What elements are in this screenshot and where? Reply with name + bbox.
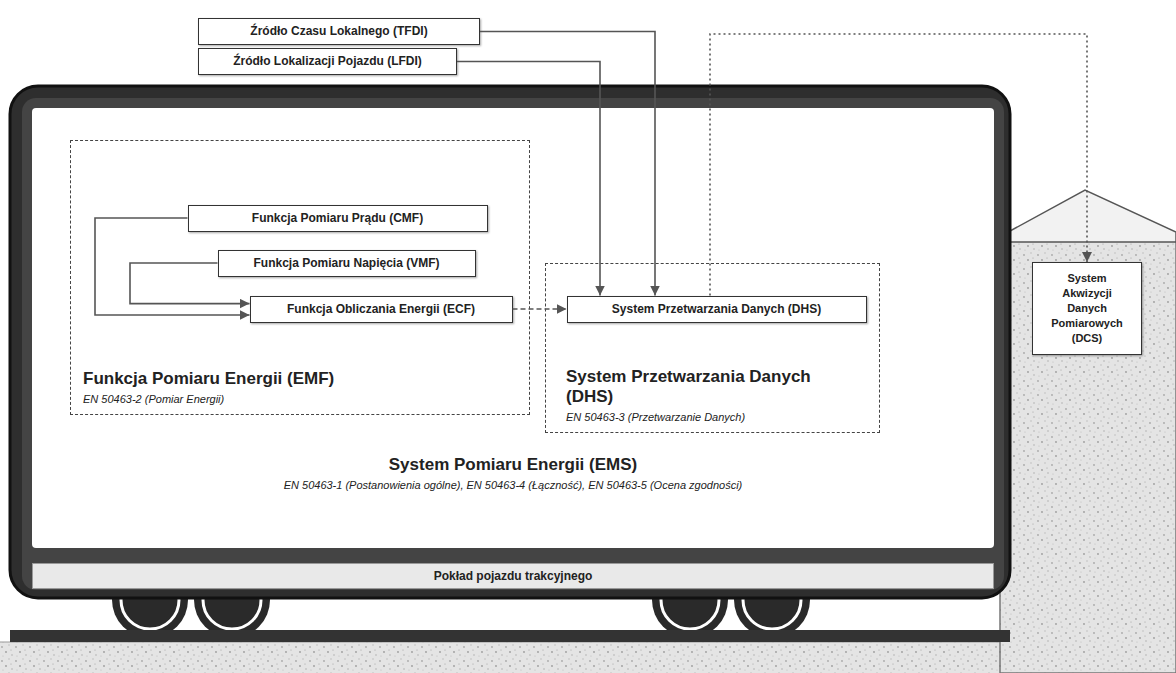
connector-arrow [457,62,600,296]
node-title: System Przetwarzania Danych (DHS) [578,302,856,317]
process-box: Funkcja Obliczania Energii (ECF) [250,296,513,323]
house-roof [990,190,1176,242]
node-text-group: Źródło Lokalizacji Pojazdu (LFDI) [209,54,446,69]
node-title: Funkcja Pomiaru Napięcia (VMF) [229,256,465,271]
node-title: System Akwizycji Danych Pomiarowych (DCS… [1045,271,1129,346]
node-text-group: Funkcja Pomiaru Napięcia (VMF) [229,256,465,271]
connector-arrow [710,34,1087,296]
node-text-group: Funkcja Obliczania Energii (ECF) [261,302,502,317]
node-title: Funkcja Pomiaru Energii (EMF) [83,369,334,389]
node-title: Funkcja Pomiaru Prądu (CMF) [199,211,477,226]
vehicle-body [10,86,1010,598]
source-box: Źródło Lokalizacji Pojazdu (LFDI) [198,48,457,75]
node-title: System Przetwarzania Danych (DHS) [566,367,816,407]
process-box: System Przetwarzania Danych (DHS) [567,296,867,323]
node-text-group: System Pomiaru Energii (EMS) EN 50463-1 (… [32,455,994,492]
process-box: Funkcja Pomiaru Napięcia (VMF) [218,250,476,277]
node-text-group: Funkcja Pomiaru Prądu (CMF) [199,211,477,226]
node-text-group: System Przetwarzania Danych (DHS) [578,302,856,317]
connector-arrow [480,32,655,296]
node-title: Funkcja Obliczania Energii (ECF) [261,302,502,317]
connector-arrow [95,218,250,315]
vehicle-inner-frame [22,98,1004,590]
data-system-box: System Akwizycji Danych Pomiarowych (DCS… [1032,262,1142,355]
node-title: Źródło Lokalizacji Pojazdu (LFDI) [209,54,446,69]
node-title: Źródło Czasu Lokalnego (TFDI) [209,24,469,39]
deck-band: Pokład pojazdu trakcyjnego [32,563,994,589]
node-subtitle: EN 50463-3 (Przetwarzanie Danych) [566,410,816,424]
node-subtitle: EN 50463-1 (Postanowienia ogólne), EN 50… [32,478,994,492]
node-text-group: Źródło Czasu Lokalnego (TFDI) [209,24,469,39]
system-panel: System Pomiaru Energii (EMS) EN 50463-1 (… [32,108,994,548]
function-group: System Przetwarzania Danych (DHS) EN 5046… [545,263,880,433]
node-subtitle: EN 50463-2 (Pomiar Energii) [83,392,334,406]
process-box: Funkcja Pomiaru Prądu (CMF) [188,205,488,232]
connector-arrow [513,308,567,310]
source-box: Źródło Czasu Lokalnego (TFDI) [198,18,480,45]
node-title: System Pomiaru Energii (EMS) [32,455,994,475]
node-text-group: Funkcja Pomiaru Energii (EMF) EN 50463-2 … [83,369,334,406]
rail [10,630,1010,642]
node-title: Pokład pojazdu trakcyjnego [33,569,993,584]
function-group: Funkcja Pomiaru Energii (EMF) EN 50463-2 … [70,140,530,415]
house-body [1000,238,1176,673]
node-text-group: System Przetwarzania Danych (DHS) EN 5046… [566,367,816,424]
node-text-group: System Akwizycji Danych Pomiarowych (DCS… [1045,271,1129,346]
node-text-group: Pokład pojazdu trakcyjnego [33,569,993,584]
connector-arrow [130,263,250,304]
